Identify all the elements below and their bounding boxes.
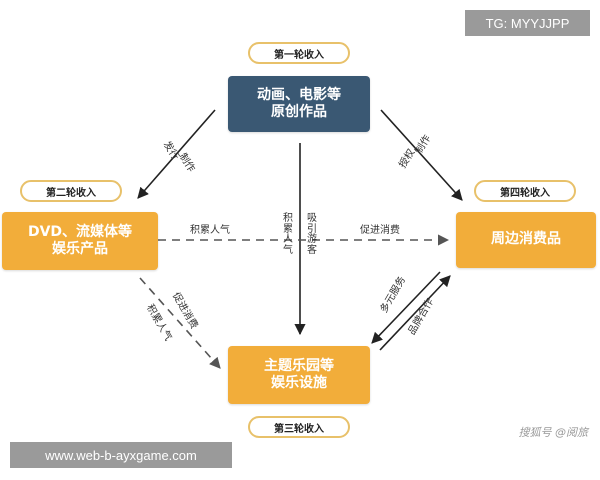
node-theme-parks-line2: 娱乐设施: [271, 375, 327, 391]
round-third-label: 第三轮收入: [248, 416, 350, 438]
edge-bottom-to-right: [379, 275, 451, 351]
node-merchandise: 周边消费品: [456, 212, 596, 268]
round-first-label: 第一轮收入: [248, 42, 350, 64]
label-build-popularity-v: 积累人气: [283, 213, 293, 256]
watermark-web: www.web-b-ayxgame.com: [10, 442, 232, 468]
edge-left-to-bottom: [139, 277, 221, 369]
round-fourth-label: 第四轮收入: [474, 180, 576, 202]
node-theme-parks-line1: 主题乐园等: [264, 357, 334, 374]
node-dvd-streaming-line1: DVD、流媒体等: [27, 223, 133, 240]
round-second-label: 第二轮收入: [20, 180, 122, 202]
node-original-works-line2: 原创作品: [271, 104, 327, 120]
watermark-tg: TG: MYYJJPP: [465, 10, 590, 36]
node-original-works: 动画、电影等 原创作品: [228, 76, 370, 132]
node-original-works-line1: 动画、电影等: [257, 86, 341, 103]
node-dvd-streaming: DVD、流媒体等 娱乐产品: [2, 212, 158, 270]
edge-top-to-left: [137, 109, 216, 199]
label-attract-visitors: 吸引游客: [307, 213, 317, 256]
edge-top-to-right: [380, 109, 463, 201]
watermark-corner: 搜狐号 @阅旅: [518, 426, 589, 439]
node-merchandise-line1: 周边消费品: [491, 231, 561, 248]
node-dvd-streaming-line2: 娱乐产品: [52, 241, 108, 257]
node-theme-parks: 主题乐园等 娱乐设施: [228, 346, 370, 404]
label-build-popularity-h: 积累人气: [190, 225, 230, 236]
label-promote-consumption: 促进消费: [360, 225, 400, 236]
edge-right-to-bottom: [371, 271, 441, 344]
